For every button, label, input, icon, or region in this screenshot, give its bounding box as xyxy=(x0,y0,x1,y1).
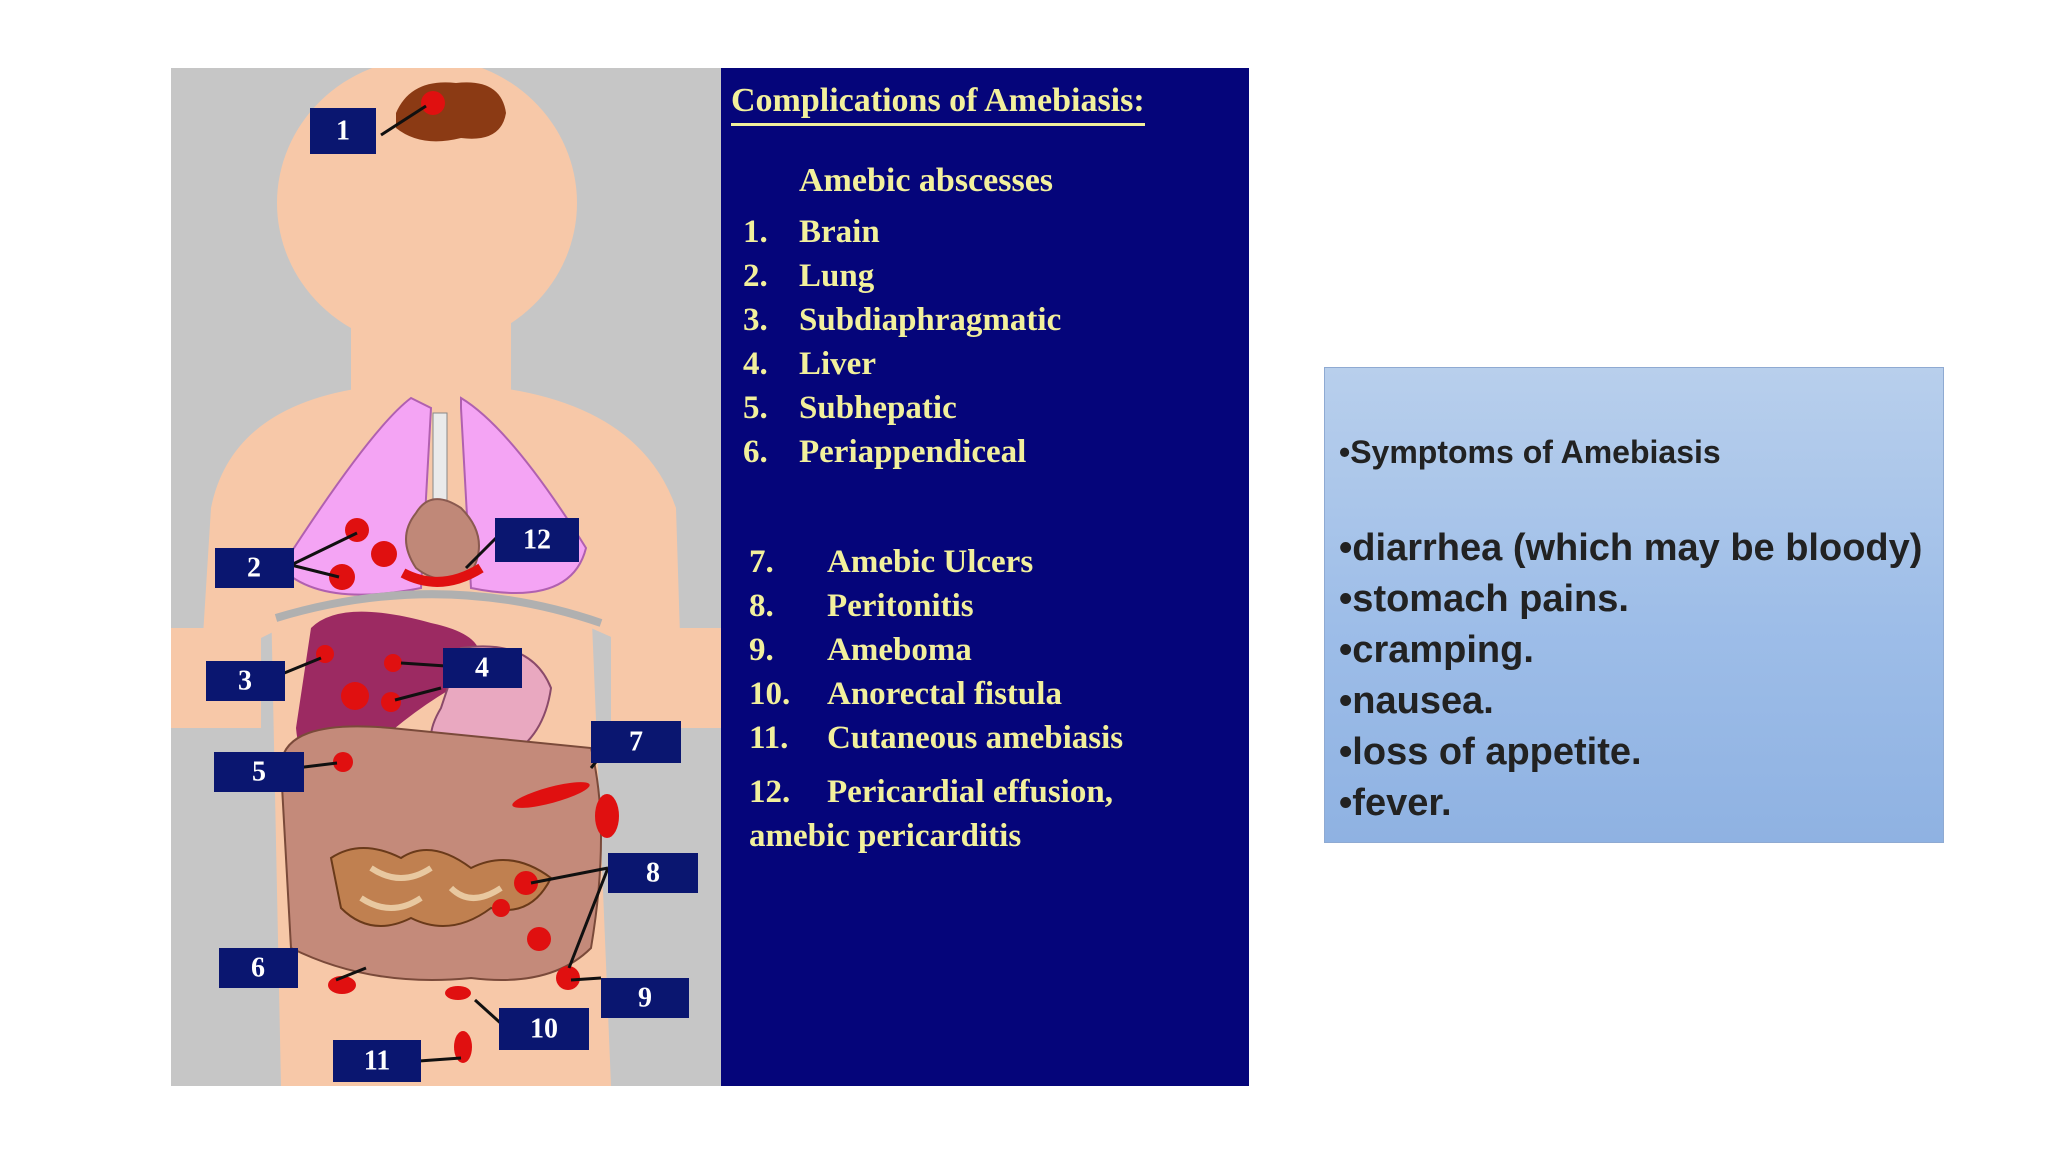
figure-label-7-text: 7 xyxy=(629,727,643,758)
legend-item-text: amebic pericarditis xyxy=(749,818,1022,854)
heart-organ xyxy=(400,498,484,587)
anatomy-svg: 1 2 3 4 5 6 7 xyxy=(171,68,721,1086)
figure-label-6: 6 xyxy=(219,948,298,988)
figure-label-1: 1 xyxy=(310,108,376,154)
figure-label-9: 9 xyxy=(601,978,689,1018)
legend-item-text: Brain xyxy=(799,214,880,250)
legend-item-number: 5. xyxy=(743,390,768,426)
figure-label-3: 3 xyxy=(206,661,285,701)
figure-label-3-text: 3 xyxy=(238,666,252,697)
amebiasis-figure: 1 2 3 4 5 6 7 xyxy=(171,68,1249,1086)
legend-item-number: 4. xyxy=(743,346,768,382)
legend-title: Complications of Amebiasis: xyxy=(731,82,1145,126)
figure-label-11-text: 11 xyxy=(364,1046,390,1077)
symptom-item: •stomach pains. xyxy=(1339,578,1629,620)
legend-item-text: Subdiaphragmatic xyxy=(799,302,1062,338)
legend-item-number: 1. xyxy=(743,214,768,250)
legend-item-text: Ameboma xyxy=(827,632,972,668)
legend-item-number: 10. xyxy=(749,676,791,712)
figure-label-9-text: 9 xyxy=(638,983,652,1014)
brain-organ xyxy=(396,82,506,142)
legend-item-number: 7. xyxy=(749,544,774,580)
figure-label-5-text: 5 xyxy=(252,757,266,788)
figure-label-6-text: 6 xyxy=(251,953,265,984)
legend-item-text: Lung xyxy=(799,258,875,294)
legend-item-text: Peritonitis xyxy=(827,588,974,624)
legend-item-text: Amebic Ulcers xyxy=(827,544,1034,580)
legend-item-number: 11. xyxy=(749,720,789,756)
symptoms-list: •diarrhea (which may be bloody) •stomach… xyxy=(1339,523,1922,829)
legend-item-text: Anorectal fistula xyxy=(827,676,1062,712)
legend-item-text: Cutaneous amebiasis xyxy=(827,720,1124,756)
symptoms-box: •Symptoms of Amebiasis •diarrhea (which … xyxy=(1324,367,1944,843)
symptoms-heading: •Symptoms of Amebiasis xyxy=(1339,434,1721,470)
symptom-item: •fever. xyxy=(1339,782,1452,824)
legend-item-text: Liver xyxy=(799,346,876,382)
symptom-item: •loss of appetite. xyxy=(1339,731,1642,773)
figure-label-11: 11 xyxy=(333,1040,421,1082)
legend-item-number: 2. xyxy=(743,258,768,294)
figure-label-5: 5 xyxy=(214,752,304,792)
legend-item-number: 9. xyxy=(749,632,774,668)
abscess-lesions xyxy=(316,518,619,1063)
figure-label-12-text: 12 xyxy=(523,525,551,556)
symptom-item: •cramping. xyxy=(1339,629,1534,671)
figure-label-2-text: 2 xyxy=(247,553,261,584)
figure-label-8-text: 8 xyxy=(646,858,660,889)
figure-label-10: 10 xyxy=(499,1008,589,1050)
legend-item-number: 12. xyxy=(749,774,791,810)
diaphragm-line xyxy=(274,590,603,627)
label-leader-lines xyxy=(276,104,623,1063)
complications-legend: Complications of Amebiasis: Amebic absce… xyxy=(721,68,1249,1086)
legend-subtitle: Amebic abscesses xyxy=(799,162,1054,199)
figure-label-12: 12 xyxy=(495,518,579,562)
legend-item-number: 3. xyxy=(743,302,768,338)
figure-label-10-text: 10 xyxy=(530,1014,558,1045)
symptom-item: •diarrhea (which may be bloody) xyxy=(1339,527,1923,569)
anatomy-illustration: 1 2 3 4 5 6 7 xyxy=(171,68,721,1086)
figure-label-4-text: 4 xyxy=(475,653,489,684)
figure-label-4: 4 xyxy=(443,648,522,688)
legend-item-number: 8. xyxy=(749,588,774,624)
figure-label-7: 7 xyxy=(591,721,681,763)
legend-item-text: Subhepatic xyxy=(799,390,957,426)
figure-label-8: 8 xyxy=(608,853,698,893)
legend-item-text: Pericardial effusion, xyxy=(827,774,1113,810)
legend-item-number: 6. xyxy=(743,434,768,470)
figure-label-2: 2 xyxy=(215,548,294,588)
figure-label-1-text: 1 xyxy=(336,116,350,147)
legend-item-text: Periappendiceal xyxy=(799,434,1027,470)
symptom-item: •nausea. xyxy=(1339,680,1494,722)
